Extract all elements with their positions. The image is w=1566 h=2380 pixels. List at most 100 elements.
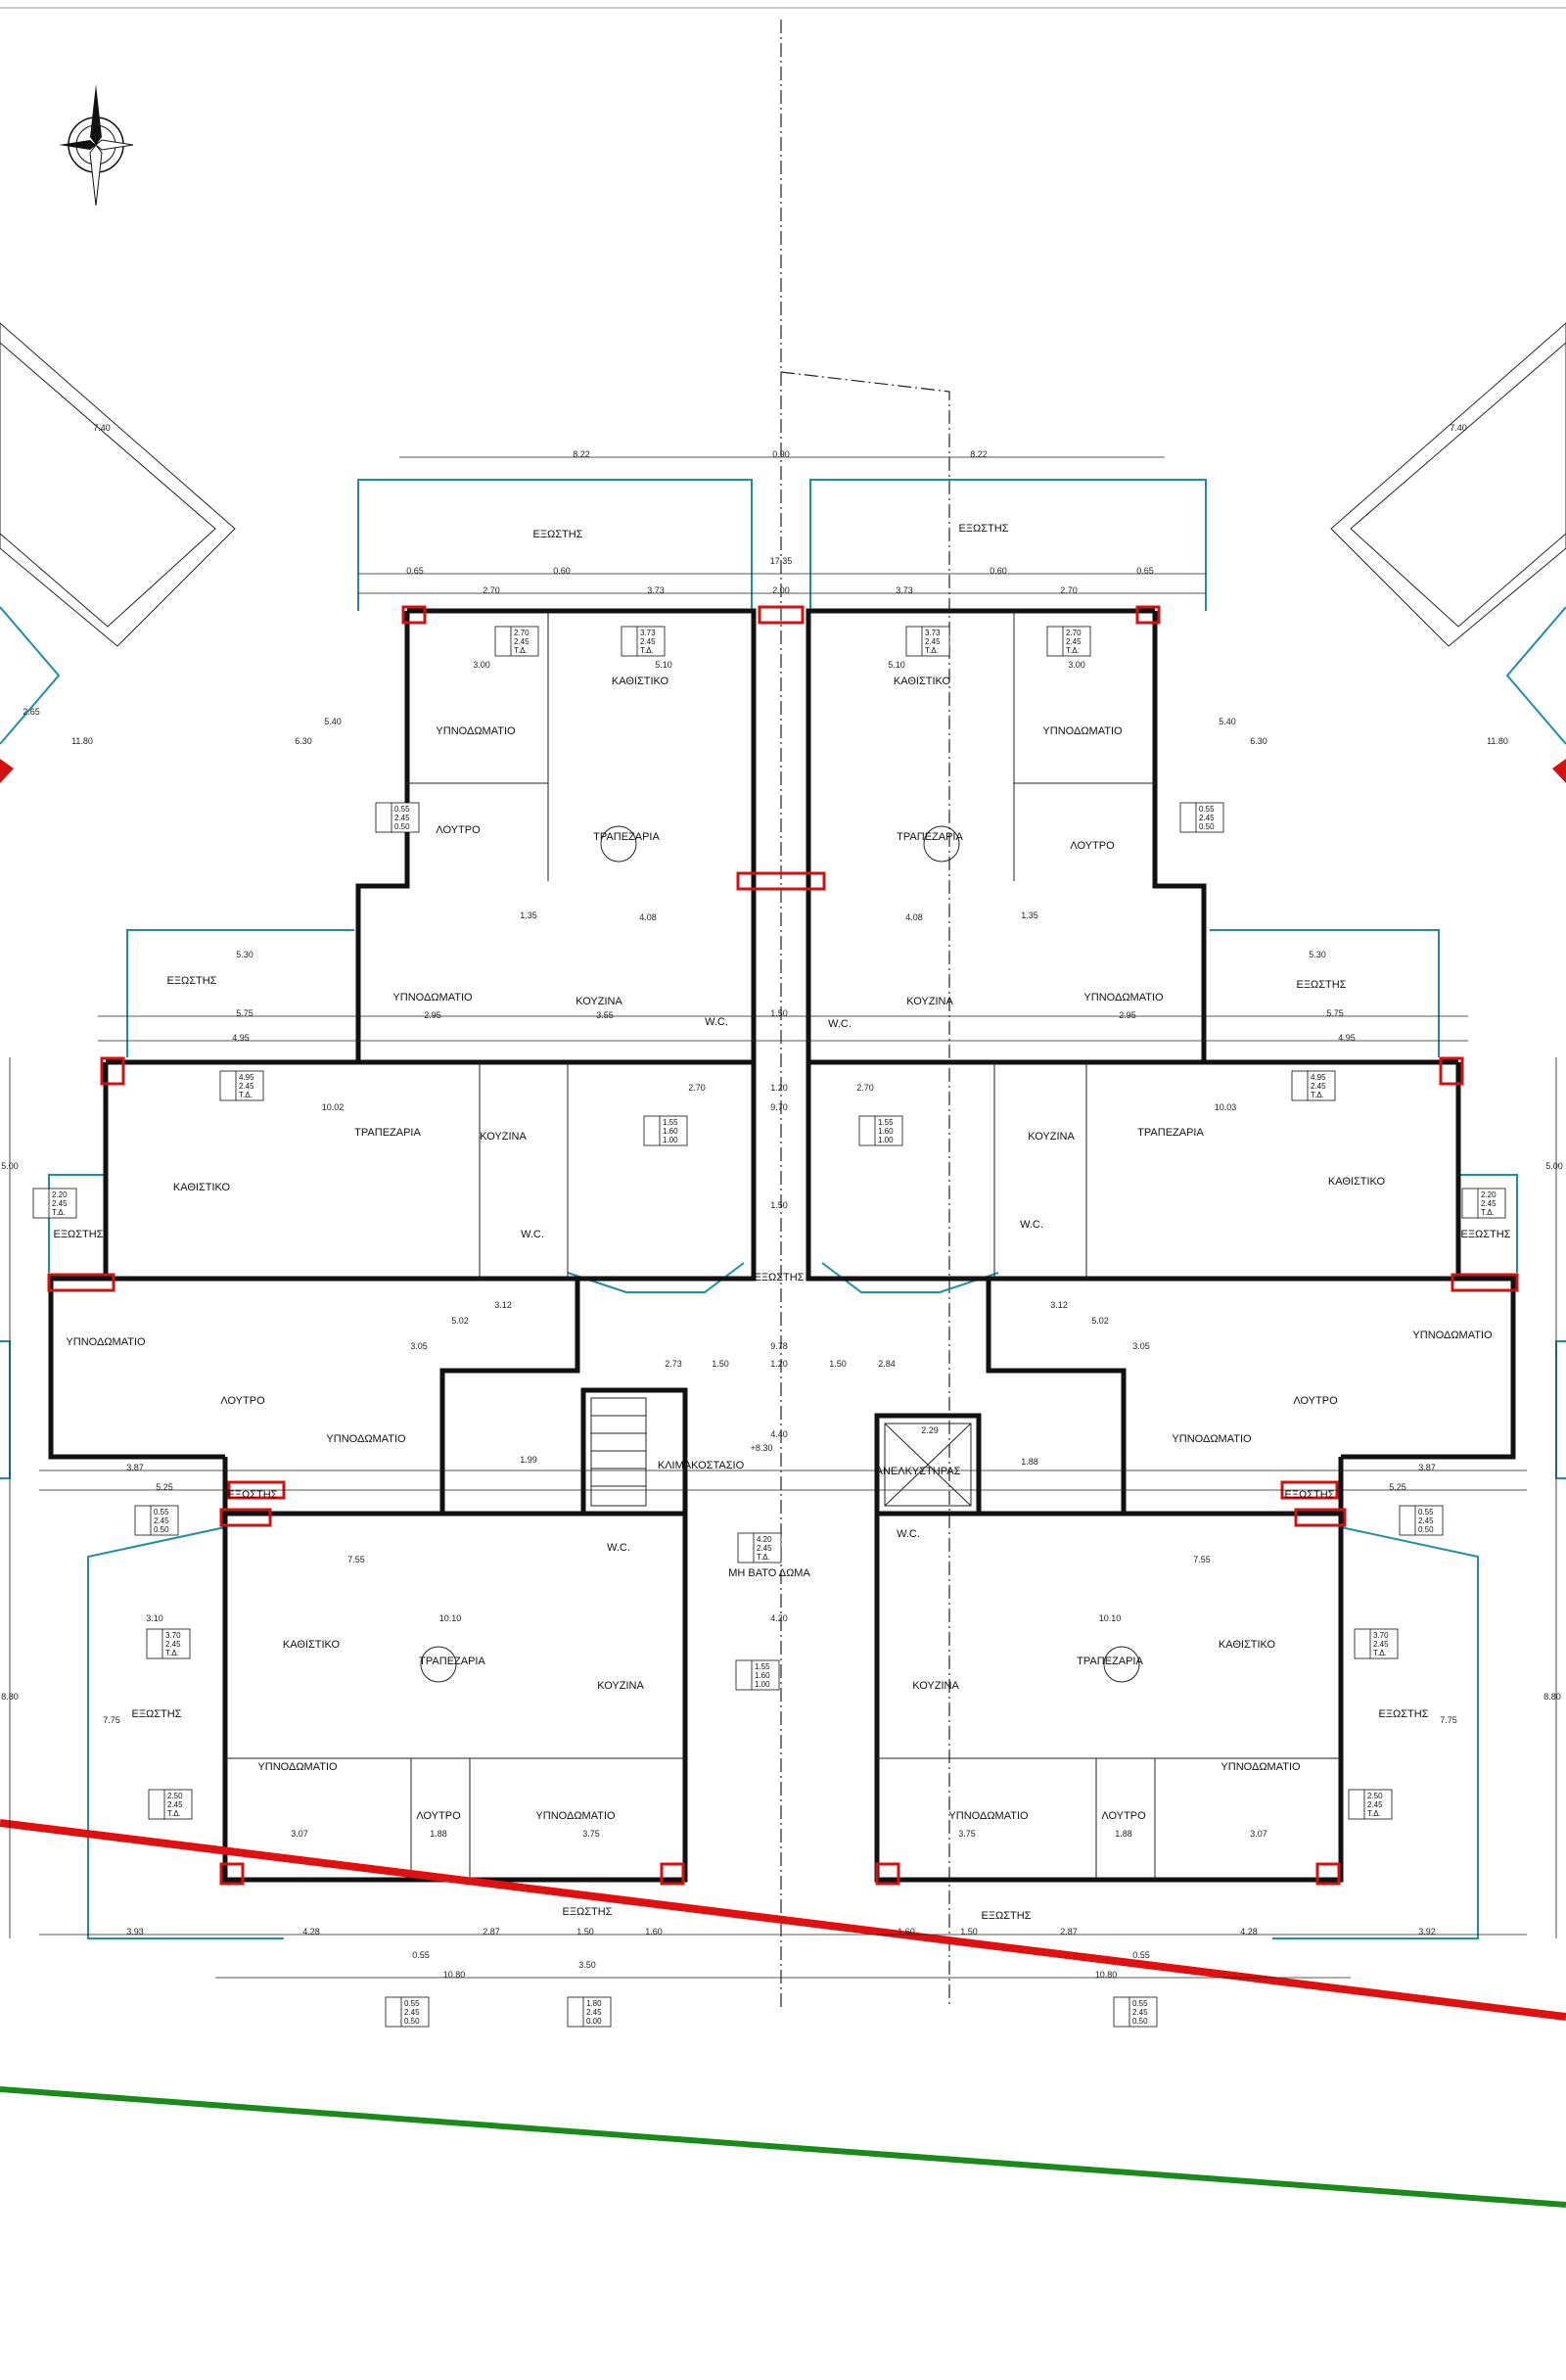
room-label-kitchen-bottom-left: ΚΟΥΖΙΝΑ [597,1680,644,1692]
dimension-label: 1.88 [430,1829,447,1839]
dimension-label: 4.95 [1338,1033,1356,1043]
dimension-label: 2.29 [921,1425,939,1435]
dimension-label: 3.05 [410,1341,428,1351]
opening-tag-line: 1.55 [663,1118,678,1127]
opening-tag: 2.702.45Τ.Δ. [494,626,539,657]
opening-tag: 1.802.450.00 [567,1996,612,2028]
opening-tag-line: 1.60 [663,1127,678,1136]
opening-tag-line: 3.73 [640,629,656,637]
dimension-label: 10.80 [1095,1970,1118,1980]
opening-tag-line: 1.00 [755,1680,770,1689]
opening-tag-line: Τ.Δ. [1373,1649,1387,1657]
opening-tag-line: 2.45 [1373,1640,1389,1649]
dimension-label: 1.20 [770,1083,788,1093]
dimension-label: 8.80 [1543,1692,1561,1702]
opening-tag: 3.732.45Τ.Δ. [621,626,666,657]
property-line-green [0,2086,1566,2208]
dimension-label: 8.22 [970,449,988,459]
opening-tag-line: 0.50 [404,2017,420,2026]
room-label-nonaccessible-roof: ΜΗ ΒΑΤΟ ΔΩΜΑ [728,1567,810,1579]
staircase-steps [590,1397,647,1507]
dimension-label: 4.95 [232,1033,250,1043]
opening-tag: 1.551.601.00 [735,1659,780,1691]
opening-tag-line: 2.45 [154,1517,169,1525]
red-wall-segments [47,605,1519,1886]
room-label-living-bottom-left: ΚΑΘΙΣΤΙΚΟ [283,1639,341,1651]
opening-tag-line: 2.45 [514,637,530,646]
dimension-label: 2.95 [1119,1010,1136,1020]
room-label-balcony-mid-right: ΕΞΩΣΤΗΣ [1297,979,1347,991]
dimension-label: 5.02 [1091,1316,1109,1326]
opening-tag-line: 2.45 [1418,1517,1434,1525]
dimension-label: 7.40 [93,423,111,433]
room-label-kitchen-right: ΚΟΥΖΙΝΑ [1028,1131,1075,1143]
dimension-label: 4.08 [639,912,657,922]
opening-tag: 2.702.45Τ.Δ. [1046,626,1091,657]
dimension-label: 8.80 [1,1692,19,1702]
opening-tag-line: 0.50 [1199,822,1215,831]
dimension-label: 7.55 [1193,1555,1211,1564]
room-label-bedroom-bottom-right-2: ΥΠΝΟΔΩΜΑΤΙΟ [948,1810,1029,1822]
room-label-balcony-bottom-left: ΕΞΩΣΤΗΣ [132,1708,182,1720]
dimension-label: 7.75 [1440,1715,1457,1725]
room-label-dining-left: ΤΡΑΠΕΖΑΡΙΑ [354,1127,421,1139]
dimension-label: 2.70 [1060,585,1078,595]
opening-tag-line: 0.55 [1199,805,1215,814]
dimension-label: 1.35 [1021,910,1038,920]
dimension-label: 5.75 [236,1008,253,1018]
opening-tag-line: 2.45 [925,637,941,646]
dimension-label: 1.88 [1021,1457,1038,1467]
dimension-label: 2.70 [483,585,500,595]
opening-tag-line: 2.50 [1367,1792,1383,1800]
dimension-label: 0.60 [553,566,571,576]
opening-tag-line: 2.45 [239,1082,254,1091]
room-label-balcony-bottom-center-right: ΕΞΩΣΤΗΣ [982,1910,1032,1922]
dimension-label: 4.40 [770,1429,788,1439]
opening-tag: 0.552.450.50 [1399,1505,1444,1536]
opening-tag-line: 2.45 [1481,1199,1497,1208]
room-label-bedroom-left: ΥΠΝΟΔΩΜΑΤΙΟ [66,1336,146,1348]
opening-tag-line: Τ.Δ. [1367,1809,1381,1818]
room-label-kitchen-left: ΚΟΥΖΙΝΑ [480,1131,527,1143]
dimension-label: 3.73 [647,585,665,595]
opening-tag-line: 2.45 [1132,2008,1148,2017]
room-label-living-top-left: ΚΑΘΙΣΤΙΚΟ [612,676,669,687]
opening-tag-line: 2.45 [52,1199,68,1208]
opening-tag-line: 0.55 [394,805,410,814]
room-label-wc-bottom-left: W.C. [607,1542,630,1554]
dimension-label: 4.28 [1240,1927,1258,1937]
dimension-label: 4.20 [770,1613,788,1623]
dimension-label: 3.50 [578,1960,596,1970]
opening-tag-line: 0.55 [1418,1508,1434,1517]
opening-tag: 0.552.450.50 [375,802,420,833]
opening-tag: 3.702.45Τ.Δ. [1354,1628,1399,1659]
room-label-balcony-bottom-center-left: ΕΞΩΣΤΗΣ [563,1906,613,1918]
opening-tag-line: Τ.Δ. [239,1091,253,1099]
opening-tag-line: Τ.Δ. [1066,646,1080,655]
dimension-label: 3.92 [1418,1927,1436,1937]
dimension-label: 7.75 [103,1715,120,1725]
room-label-wc-top-left: ΛΟΥΤΡΟ [436,824,481,836]
opening-tag: 4.202.45Τ.Δ. [737,1532,782,1563]
opening-tag: 4.952.45Τ.Δ. [219,1070,264,1101]
opening-tag: 1.551.601.00 [643,1115,688,1146]
room-label-elevator: ΑΝΕΛΚΥΣΤΗΡΑΣ [876,1466,961,1477]
dimension-label: 7.55 [347,1555,365,1564]
opening-tag-line: 2.45 [404,2008,420,2017]
opening-tag-line: 2.45 [394,814,410,822]
interior-partitions [225,611,1341,1880]
opening-tag-line: Τ.Δ. [165,1649,179,1657]
dimension-label: +8.30 [751,1443,773,1453]
opening-tag-line: 4.95 [239,1073,254,1082]
room-label-dining-bottom-left: ΤΡΑΠΕΖΑΡΙΑ [419,1656,485,1667]
opening-tag-line: Τ.Δ. [1311,1091,1324,1099]
room-label-balcony-top-left: ΕΞΩΣΤΗΣ [533,529,583,540]
axis-lines [780,20,950,2007]
opening-tag-line: 1.55 [755,1662,770,1671]
opening-tag-line: 2.20 [52,1190,68,1199]
room-label-living-left: ΚΑΘΙΣΤΙΚΟ [173,1182,231,1193]
opening-tag-line: 0.55 [1132,1999,1148,2008]
opening-tag: 2.502.45Τ.Δ. [148,1789,193,1820]
